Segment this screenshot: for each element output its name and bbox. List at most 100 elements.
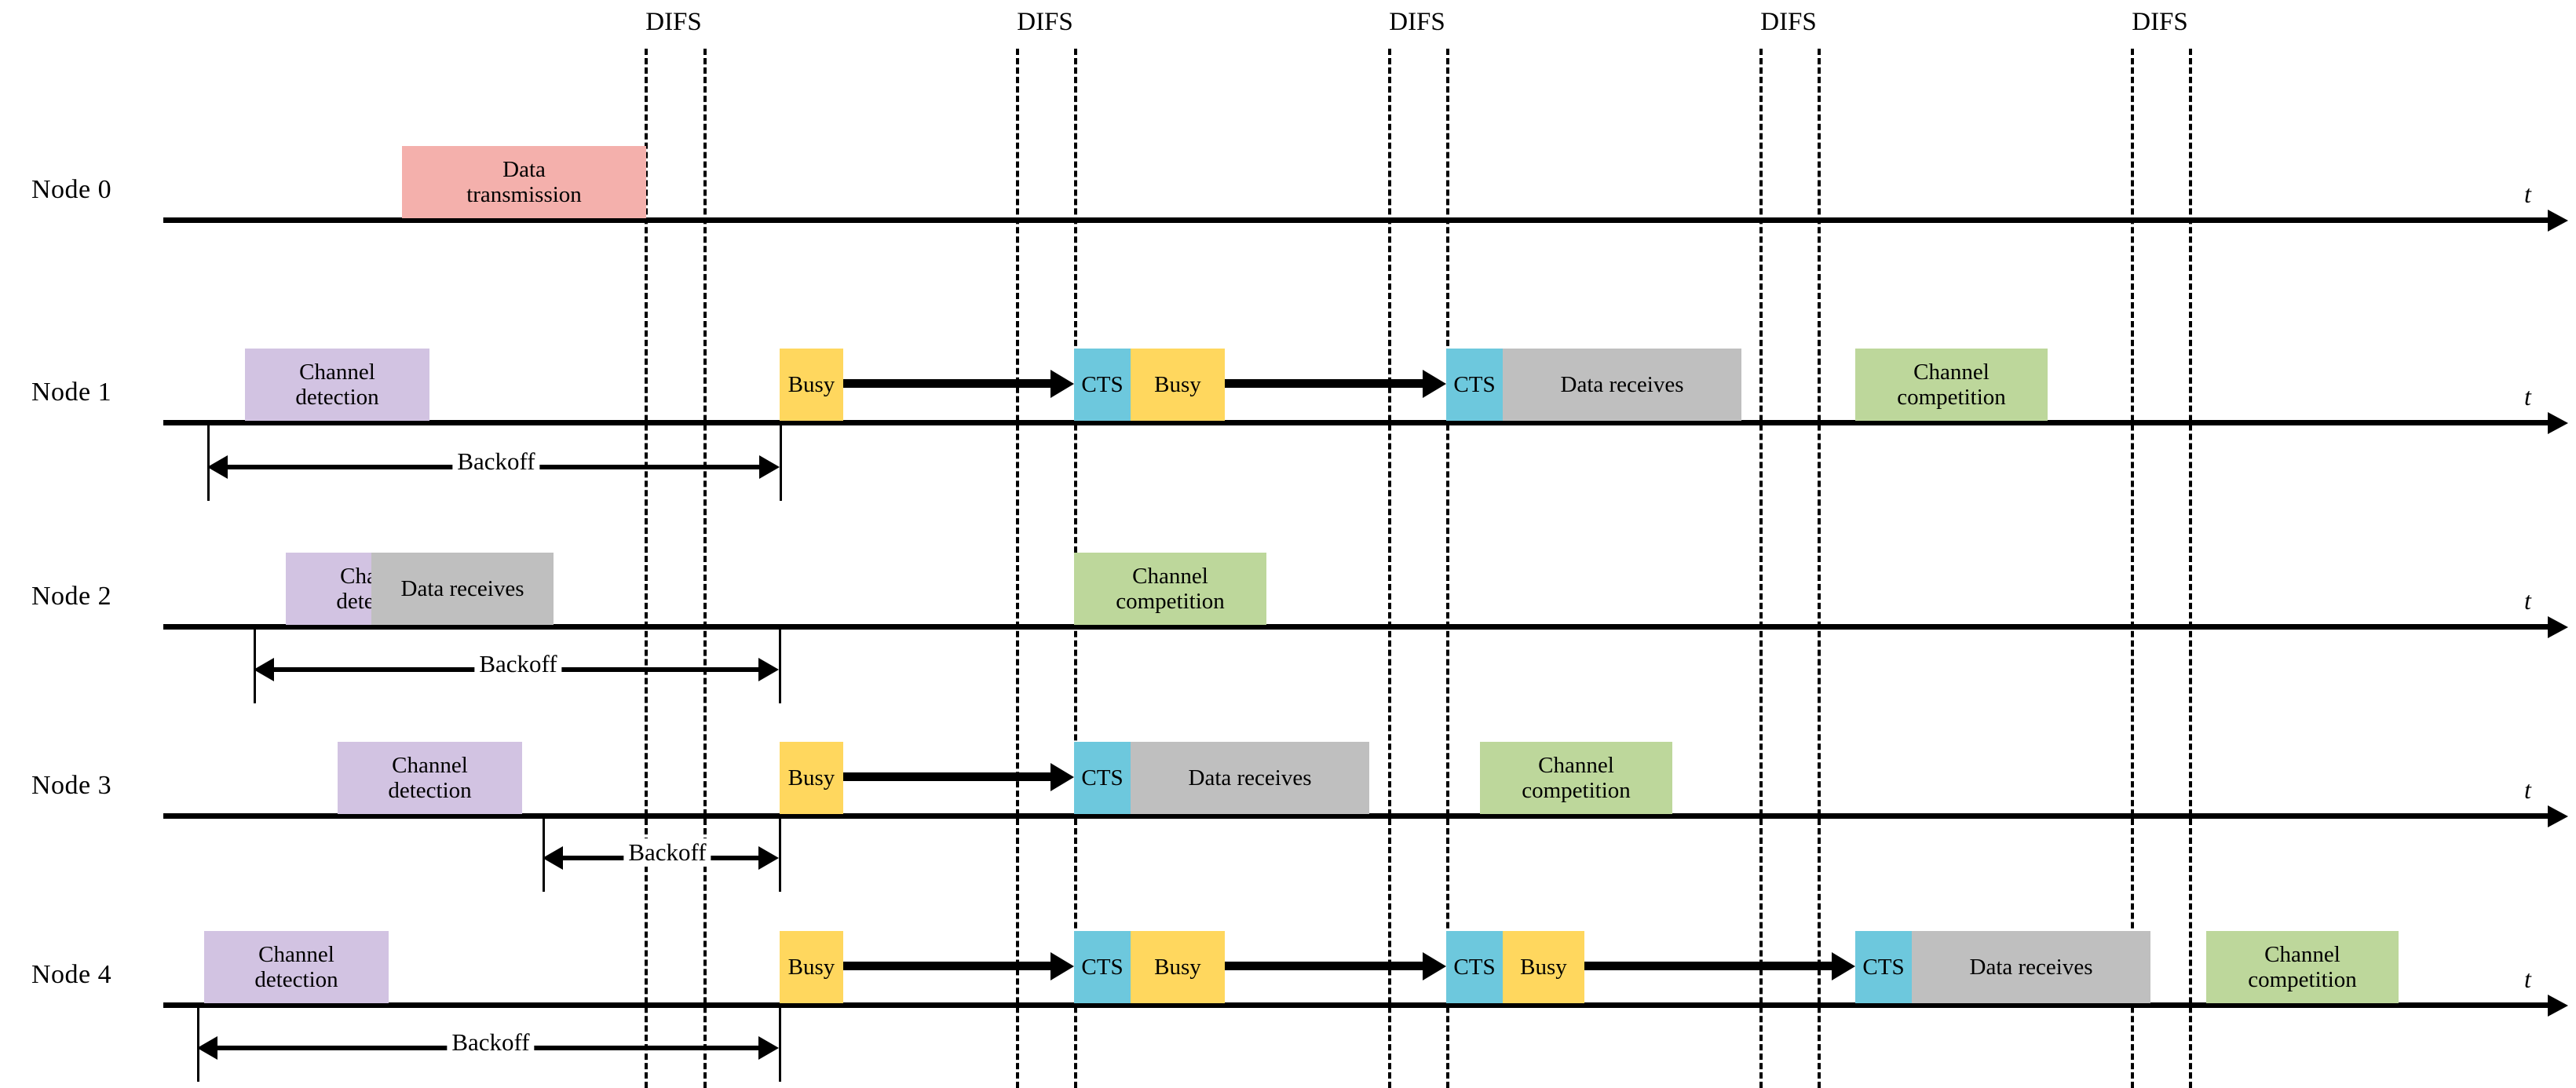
block-label-line: Busy [787,371,835,397]
block-label-line: Channel [258,941,334,967]
block-busy: Busy [780,931,843,1003]
difs-label-1: DIFS [1017,8,1073,36]
time-axis-arrowhead-3 [2548,805,2568,827]
block-label-line: Busy [1520,954,1567,980]
difs-boundary-line [1818,49,1821,1088]
block-cts: CTS [1855,931,1912,1003]
transmission-arrow-1 [1225,379,1424,388]
time-axis-1 [163,420,2548,425]
difs-boundary-line [2189,49,2192,1088]
block-busy: Busy [1131,931,1225,1003]
node-label-4: Node 4 [31,960,112,989]
block-data-receives: Data receives [1912,931,2150,1003]
difs-boundary-line [2131,49,2134,1088]
block-label-line: Channel [1538,752,1614,778]
backoff-arrowhead-left-4 [197,1036,217,1060]
block-label-line: transmission [466,182,582,207]
transmission-arrowhead-1 [1423,952,1446,980]
block-label-line: Data [502,156,546,182]
transmission-arrow-1 [1225,962,1424,970]
backoff-arrowhead-left-3 [543,846,563,870]
time-axis-arrowhead-0 [2548,210,2568,232]
block-label-line: Data receives [1188,765,1312,790]
backoff-tick-right-1 [780,423,782,501]
block-label-line: competition [1522,778,1631,803]
block-cts: CTS [1074,931,1131,1003]
t-axis-label-3: t [2524,776,2531,804]
block-label-line: Busy [787,954,835,980]
backoff-arrowhead-right-2 [758,658,779,681]
time-axis-3 [163,813,2548,819]
block-cts: CTS [1074,742,1131,814]
t-axis-label-0: t [2524,180,2531,208]
transmission-arrowhead-0 [1050,370,1074,398]
difs-boundary-line [645,49,648,1088]
block-label-line: Data receives [1969,954,2093,980]
difs-boundary-line [1446,49,1449,1088]
block-label-line: competition [1116,589,1225,614]
block-label-line: Busy [787,765,835,790]
block-label-line: competition [2248,967,2357,992]
block-label-line: detection [254,967,338,992]
node-label-3: Node 3 [31,771,112,800]
block-label-line: CTS [1081,954,1124,980]
block-label-line: CTS [1453,954,1496,980]
time-axis-arrowhead-4 [2548,995,2568,1017]
node-label-1: Node 1 [31,378,112,407]
transmission-arrowhead-0 [1050,952,1074,980]
block-data-receives: Data receives [1131,742,1369,814]
time-axis-0 [163,217,2548,223]
difs-boundary-line [1759,49,1763,1088]
time-axis-arrowhead-1 [2548,412,2568,434]
backoff-label-1: Backoff [452,447,540,476]
time-axis-2 [163,624,2548,630]
difs-boundary-line [1016,49,1019,1088]
backoff-arrowhead-right-4 [758,1036,779,1060]
backoff-arrowhead-right-1 [759,455,780,479]
node-label-2: Node 2 [31,582,112,611]
block-cts: CTS [1446,349,1503,421]
block-label-line: detection [295,385,379,410]
block-data-receives: Data receives [1503,349,1741,421]
block-label-line: CTS [1862,954,1905,980]
transmission-arrow-0 [843,379,1052,388]
transmission-arrow-2 [1584,962,1833,970]
block-label-line: Busy [1154,954,1201,980]
difs-label-2: DIFS [1389,8,1445,36]
transmission-arrowhead-0 [1050,763,1074,791]
backoff-tick-right-3 [779,816,781,892]
block-busy: Busy [1503,931,1584,1003]
block-label-line: Channel [1132,563,1208,589]
block-label-line: Channel [392,752,468,778]
block-label-line: Busy [1154,371,1201,397]
block-busy: Busy [780,349,843,421]
block-label-line: CTS [1081,765,1124,790]
difs-label-0: DIFS [645,8,702,36]
block-label-line: CTS [1453,371,1496,397]
block-label-line: Channel [299,359,375,385]
backoff-arrowhead-left-1 [207,455,228,479]
block-label-line: Data receives [1560,371,1684,397]
block-data-receives: Data receives [371,553,554,625]
backoff-label-3: Backoff [623,838,711,867]
transmission-arrow-0 [843,962,1052,970]
t-axis-label-2: t [2524,586,2531,615]
time-axis-arrowhead-2 [2548,616,2568,638]
backoff-tick-right-4 [779,1006,781,1082]
t-axis-label-1: t [2524,382,2531,411]
block-label-line: Channel [1913,359,1990,385]
difs-boundary-line [703,49,707,1088]
transmission-arrow-0 [843,772,1052,781]
backoff-arrowhead-left-2 [254,658,274,681]
difs-label-4: DIFS [2132,8,2188,36]
block-busy: Busy [780,742,843,814]
block-label-line: competition [1897,385,2006,410]
node-label-0: Node 0 [31,175,112,204]
